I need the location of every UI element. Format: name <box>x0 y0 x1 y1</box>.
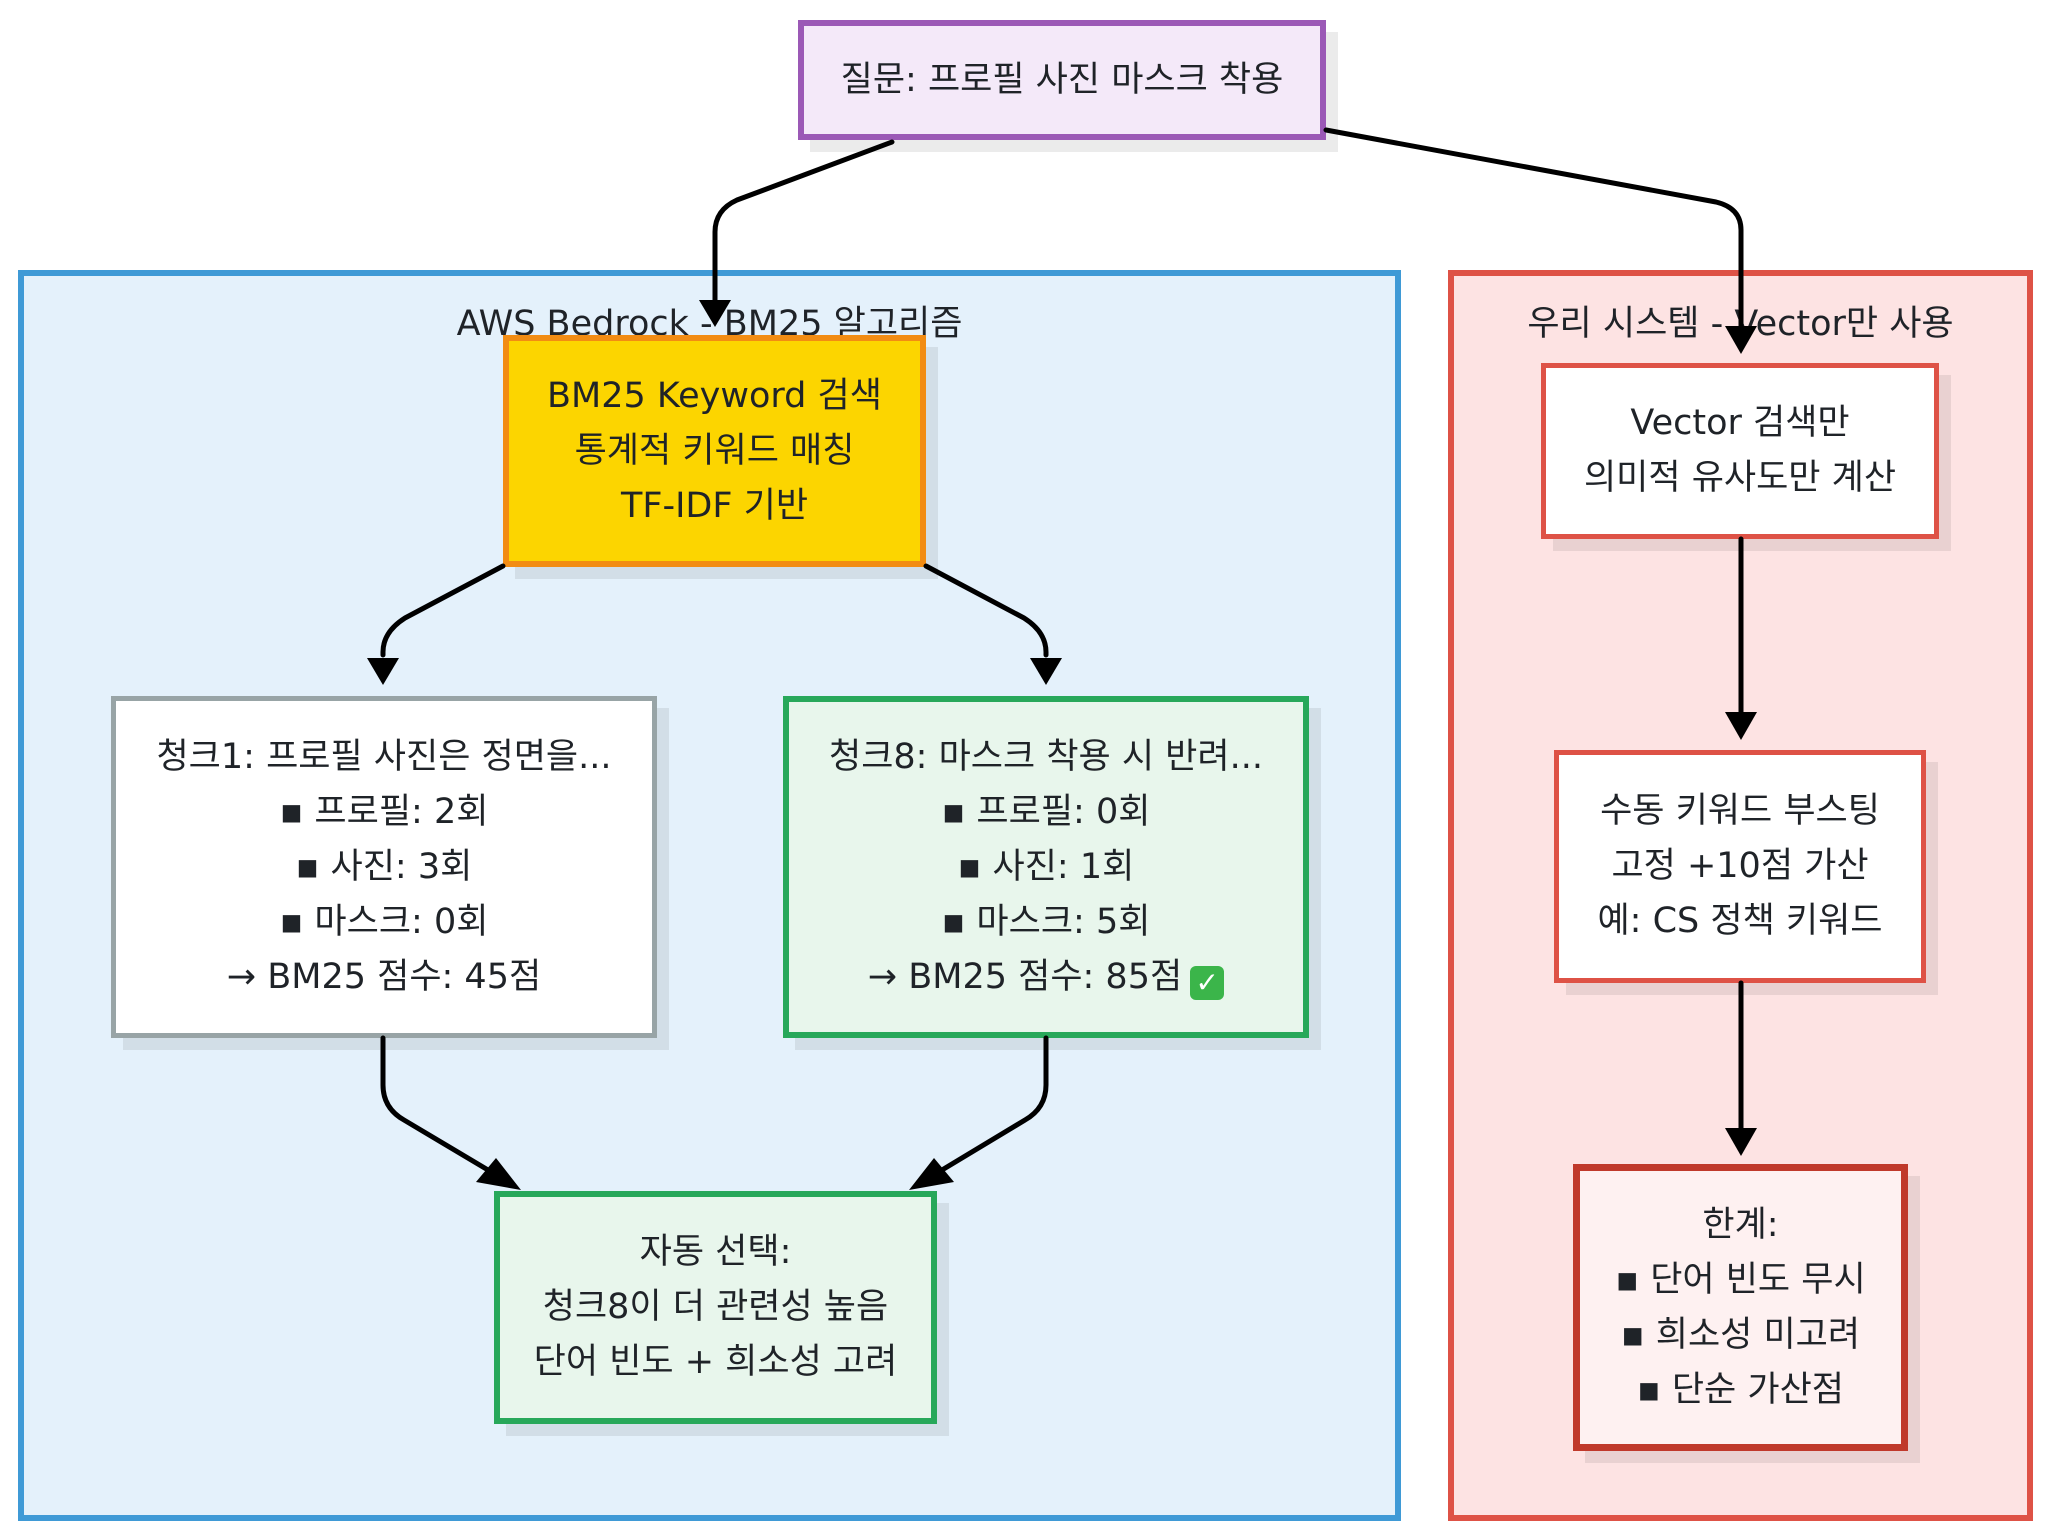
limit-title: 한계: <box>1702 1204 1779 1245</box>
vector-line-1: Vector 검색만 <box>1630 403 1850 443</box>
chunk8-node: 청크8: 마스크 착용 시 반려... ▪ 프로필: 0회 ▪ 사진: 1회 ▪… <box>783 696 1309 1038</box>
check-mark-icon: ✓ <box>1190 965 1225 1000</box>
auto-select-line-2: 청크8이 더 관련성 높음 <box>542 1287 889 1327</box>
vector-search-node: Vector 검색만 의미적 유사도만 계산 <box>1541 363 1939 539</box>
chunk1-photo-count: ▪ 사진: 3회 <box>295 846 473 887</box>
boost-line-3: 예: CS 정책 키워드 <box>1597 901 1883 941</box>
auto-select-node: 자동 선택: 청크8이 더 관련성 높음 단어 빈도 + 희소성 고려 <box>494 1191 937 1424</box>
question-text: 질문: 프로필 사진 마스크 착용 <box>840 59 1284 100</box>
keyword-boosting-node: 수동 키워드 부스팅 고정 +10점 가산 예: CS 정책 키워드 <box>1554 750 1926 983</box>
limitations-node: 한계: ▪ 단어 빈도 무시 ▪ 희소성 미고려 ▪ 단순 가산점 <box>1573 1164 1908 1451</box>
our-cluster-title: 우리 시스템 - Vector만 사용 <box>1527 304 1954 344</box>
chunk8-title: 청크8: 마스크 착용 시 반려... <box>829 736 1263 777</box>
chunk8-profile-count: ▪ 프로필: 0회 <box>941 791 1151 832</box>
limit-simple-bonus: ▪ 단순 가산점 <box>1637 1369 1844 1410</box>
chunk1-profile-count: ▪ 프로필: 2회 <box>279 791 489 832</box>
chunk1-mask-count: ▪ 마스크: 0회 <box>279 901 489 942</box>
boost-line-1: 수동 키워드 부스팅 <box>1600 791 1880 831</box>
bm25-keyword-search-node: BM25 Keyword 검색 통계적 키워드 매칭 TF-IDF 기반 <box>503 335 926 567</box>
chunk8-photo-count: ▪ 사진: 1회 <box>957 846 1135 887</box>
boost-line-2: 고정 +10점 가산 <box>1611 846 1869 886</box>
bm25-line-3: TF-IDF 기반 <box>620 485 809 526</box>
limit-word-frequency: ▪ 단어 빈도 무시 <box>1615 1259 1866 1300</box>
chunk1-node: 청크1: 프로필 사진은 정면을... ▪ 프로필: 2회 ▪ 사진: 3회 ▪… <box>111 696 657 1038</box>
bm25-line-2: 통계적 키워드 매칭 <box>574 430 855 471</box>
bm25-line-1: BM25 Keyword 검색 <box>547 375 882 416</box>
vector-line-2: 의미적 유사도만 계산 <box>1583 458 1897 498</box>
chunk1-title: 청크1: 프로필 사진은 정면을... <box>156 736 612 777</box>
chunk1-score: → BM25 점수: 45점 <box>226 956 542 997</box>
auto-select-line-3: 단어 빈도 + 희소성 고려 <box>533 1342 898 1382</box>
chunk8-score: → BM25 점수: 85점 <box>867 956 1183 997</box>
limit-rarity: ▪ 희소성 미고려 <box>1620 1314 1861 1355</box>
chunk8-mask-count: ▪ 마스크: 5회 <box>941 901 1151 942</box>
chunk8-score-row: → BM25 점수: 85점✓ <box>867 950 1225 1005</box>
auto-select-line-1: 자동 선택: <box>639 1232 792 1272</box>
question-node: 질문: 프로필 사진 마스크 착용 <box>798 20 1326 140</box>
